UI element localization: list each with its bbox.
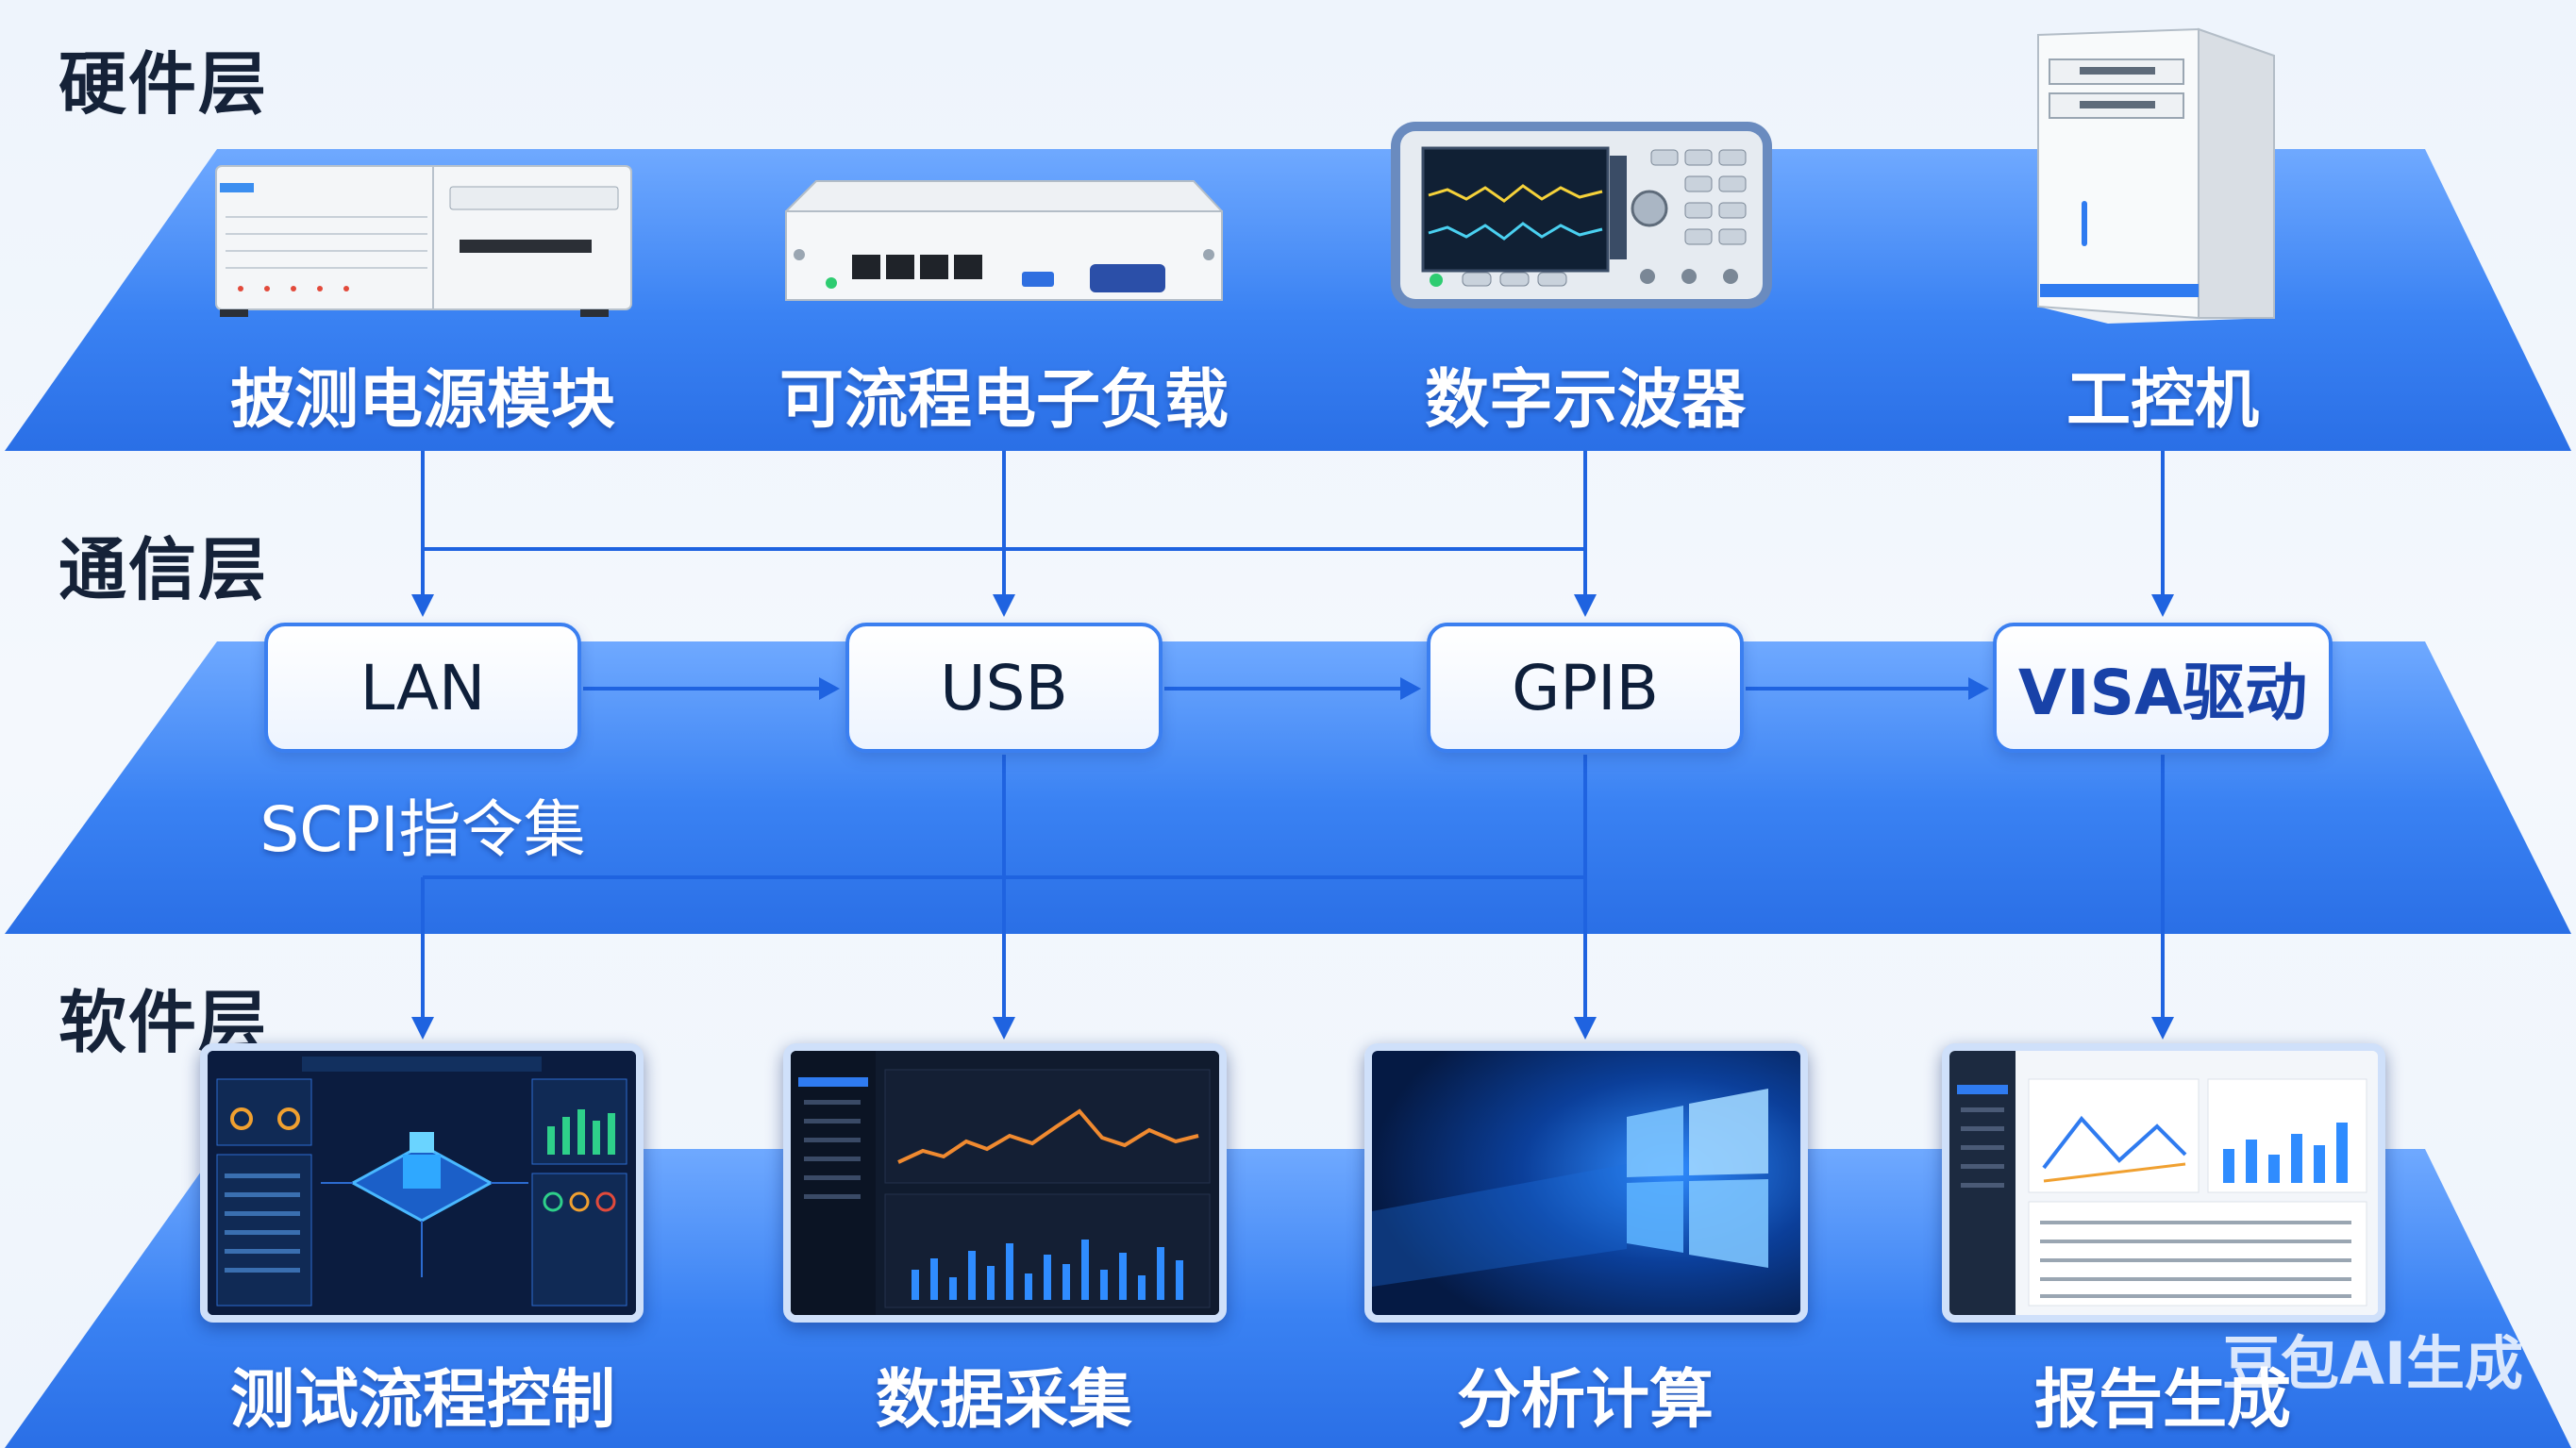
- software-label-analysis: 分析计算: [1456, 1363, 1715, 1438]
- power-module-icon: [215, 165, 632, 317]
- protocol-gpib-box: GPIB: [1427, 623, 1744, 753]
- hardware-band: [5, 149, 2571, 451]
- protocol-lan-box: LAN: [264, 623, 581, 753]
- scpi-label: SCPI指令集: [259, 793, 586, 866]
- oscilloscope-icon: [1391, 122, 1772, 308]
- hardware-label-load: 可流程电子负载: [778, 363, 1229, 438]
- data-acquisition-dashboard-icon: [783, 1043, 1227, 1323]
- hardware-label-ipc: 工控机: [2066, 363, 2260, 438]
- test-flow-dashboard-icon: [200, 1043, 644, 1323]
- arrowheads: [411, 594, 2174, 1040]
- communication-band: [5, 641, 2571, 934]
- software-label-data-acquisition: 数据采集: [875, 1363, 1133, 1438]
- electronic-load-icon: [785, 180, 1223, 301]
- hardware-label-oscilloscope: 数字示波器: [1424, 363, 1747, 438]
- software-band: [5, 1149, 2571, 1448]
- watermark-text: 豆包AI生成: [2222, 1329, 2524, 1398]
- report-dashboard-icon: [1942, 1043, 2385, 1323]
- hardware-layer-title: 硬件层: [59, 44, 269, 124]
- software-label-report: 报告生成: [2033, 1363, 2292, 1438]
- hardware-label-power: 披测电源模块: [229, 363, 616, 438]
- windows-desktop-icon: [1364, 1043, 1808, 1323]
- protocol-usb-box: USB: [845, 623, 1163, 753]
- protocol-visa-box: VISA驱动: [1993, 623, 2333, 753]
- connector-lines: [421, 451, 2165, 1028]
- software-label-test-flow: 测试流程控制: [229, 1363, 616, 1438]
- communication-layer-title: 通信层: [59, 530, 269, 609]
- industrial-pc-icon: [2037, 27, 2275, 324]
